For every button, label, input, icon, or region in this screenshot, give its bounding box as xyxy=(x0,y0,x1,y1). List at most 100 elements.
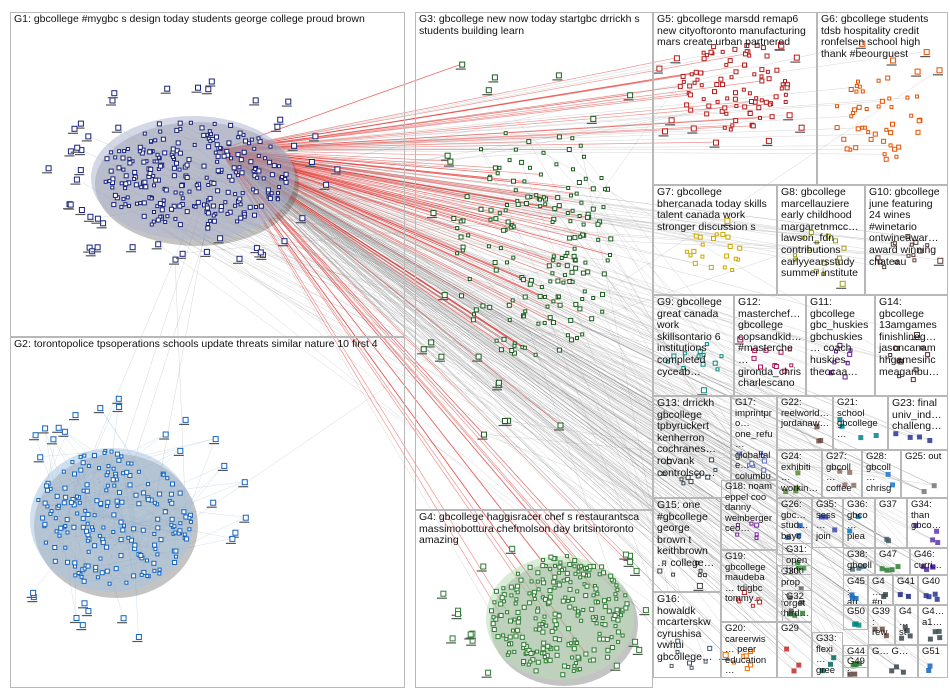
node-g9 xyxy=(712,360,718,366)
node-g4 xyxy=(602,603,608,609)
node-g2 xyxy=(110,477,116,483)
node-g45 xyxy=(853,595,859,601)
node-g1 xyxy=(267,195,273,201)
node-g4 xyxy=(536,587,541,592)
node-g3 xyxy=(497,211,502,216)
node-g1 xyxy=(175,140,181,146)
edge xyxy=(219,149,929,597)
node-g1 xyxy=(184,175,190,180)
node-g2 xyxy=(100,539,106,545)
node-g7 xyxy=(733,256,738,261)
node-g1 xyxy=(229,177,235,183)
edge xyxy=(237,154,864,567)
node-g1 xyxy=(205,210,211,216)
node-g1 xyxy=(268,144,273,149)
node-g3 xyxy=(491,74,498,81)
node-g5 xyxy=(687,83,693,89)
node-g11 xyxy=(834,349,838,354)
node-g3 xyxy=(478,206,484,212)
node-g3 xyxy=(525,194,531,200)
node-g6 xyxy=(915,94,919,99)
node-g5 xyxy=(780,82,785,87)
node-g4 xyxy=(571,668,576,673)
node-g4 xyxy=(546,599,552,605)
group-label-g5: G5: gbcollege marsdd remap6 new cityofto… xyxy=(657,13,809,49)
node-g6 xyxy=(835,104,839,109)
node-g3 xyxy=(565,333,570,338)
node-g23 xyxy=(917,434,922,440)
node-g7 xyxy=(725,234,731,240)
node-g1 xyxy=(334,166,341,173)
node-g2 xyxy=(98,500,104,506)
node-g15 xyxy=(695,560,699,565)
node-g2 xyxy=(42,500,48,506)
node-g3 xyxy=(460,248,465,253)
group-label-g23: G23: final univ_ind… challeng… xyxy=(892,397,945,433)
node-g9 xyxy=(682,351,687,356)
node-g1 xyxy=(323,181,330,188)
node-g42 xyxy=(899,635,905,641)
node-g8 xyxy=(833,238,838,244)
node-g2 xyxy=(104,568,110,574)
node-g52 xyxy=(900,669,906,675)
node-g4 xyxy=(521,642,527,648)
node-g6 xyxy=(860,89,865,94)
node-g2 xyxy=(63,494,69,500)
node-g2 xyxy=(53,516,58,521)
node-g2 xyxy=(52,545,58,550)
node-g15 xyxy=(697,573,702,578)
node-g5 xyxy=(681,79,686,84)
node-g24 xyxy=(793,488,799,494)
node-g3 xyxy=(581,222,586,227)
node-g11 xyxy=(848,348,853,353)
node-g3 xyxy=(513,147,518,152)
group-panel-g35: G35: sess… join… xyxy=(812,498,843,548)
node-g5 xyxy=(733,118,739,124)
node-g1 xyxy=(225,189,231,195)
node-g1 xyxy=(238,157,244,163)
node-g52 xyxy=(889,668,895,674)
node-g1 xyxy=(103,179,108,184)
node-g1 xyxy=(213,150,218,155)
node-g1 xyxy=(158,129,163,134)
edge xyxy=(219,149,726,655)
node-g26 xyxy=(797,523,803,529)
group-label-g3: G3: gbcollege new now today startgbc drr… xyxy=(419,13,643,37)
node-g4 xyxy=(491,627,497,632)
node-g5 xyxy=(677,83,683,89)
node-g5 xyxy=(732,46,738,52)
node-g32 xyxy=(787,611,792,617)
node-g4 xyxy=(554,645,560,651)
node-g2 xyxy=(85,563,91,569)
node-g3 xyxy=(568,219,573,224)
node-g2 xyxy=(63,524,68,528)
node-g1 xyxy=(179,191,184,196)
edge xyxy=(219,127,866,151)
group-panel-g48: G4… #n… xyxy=(868,575,893,605)
node-g5 xyxy=(756,105,762,111)
node-g2 xyxy=(45,487,50,493)
node-g2 xyxy=(152,532,157,536)
node-g3 xyxy=(441,292,448,299)
edge xyxy=(242,192,904,672)
node-g3 xyxy=(459,61,466,68)
node-g2 xyxy=(182,416,189,423)
node-g3 xyxy=(591,296,596,300)
node-g11 xyxy=(829,370,834,375)
edge xyxy=(219,101,883,151)
node-g1 xyxy=(112,192,118,198)
node-g23 xyxy=(893,431,899,437)
node-g5 xyxy=(701,97,706,102)
node-g2 xyxy=(181,509,187,515)
node-g1 xyxy=(116,165,122,171)
node-g3 xyxy=(573,265,579,271)
node-g1 xyxy=(121,167,126,172)
node-g1 xyxy=(274,123,281,130)
node-g3 xyxy=(608,253,612,257)
node-g3 xyxy=(523,309,528,314)
node-g1 xyxy=(193,204,198,209)
node-g2 xyxy=(152,568,157,573)
node-g43 xyxy=(932,629,938,635)
node-g1 xyxy=(74,144,81,151)
node-g5 xyxy=(708,49,714,55)
